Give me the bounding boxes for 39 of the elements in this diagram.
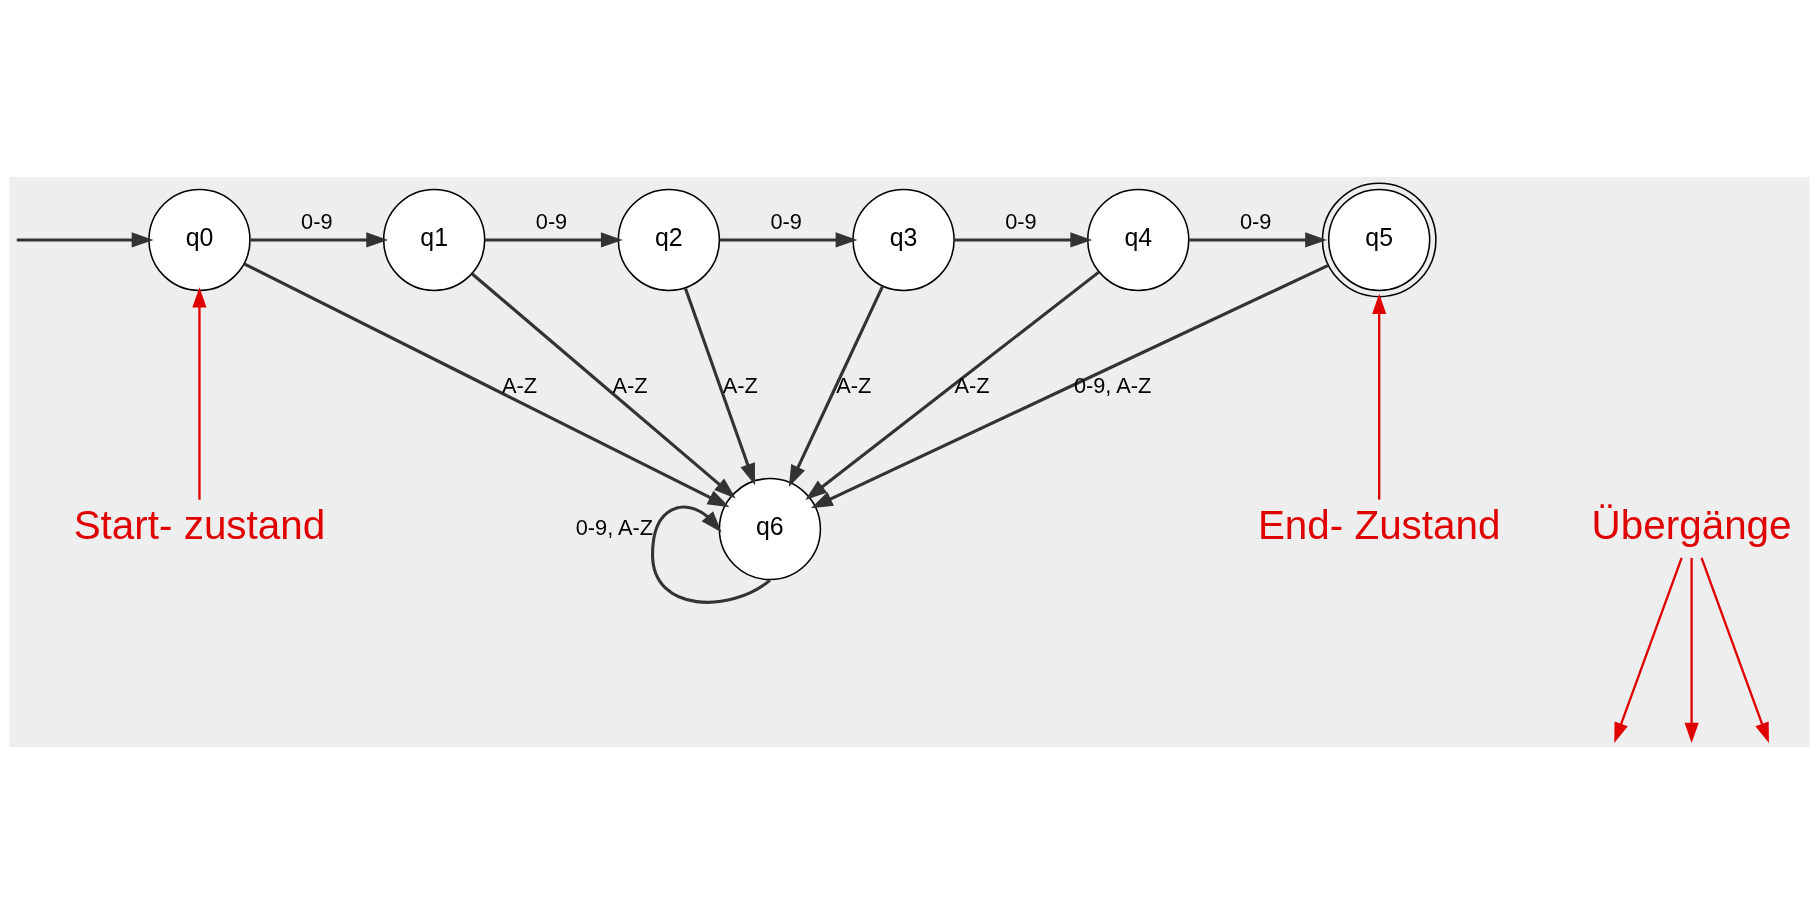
edge-label: A-Z	[954, 373, 990, 399]
arrow	[810, 264, 1329, 509]
arrow	[1189, 232, 1327, 248]
edge-label: A-Z	[836, 373, 872, 399]
arrow	[683, 287, 755, 486]
edge-label: 0-9	[1005, 209, 1037, 235]
arrow	[1700, 557, 1769, 743]
edge-label: 0-9	[535, 209, 568, 235]
arrow	[485, 232, 623, 248]
arrow	[471, 272, 736, 499]
node-circle: q4	[1086, 188, 1190, 292]
arrow	[250, 232, 389, 248]
arrow	[1614, 557, 1683, 743]
edge-label: 0-9, A-Z	[575, 514, 654, 540]
edge-label: A-Z	[722, 373, 758, 399]
edge-label: 0-9	[1239, 209, 1272, 235]
arrow	[243, 262, 730, 508]
edge-label: A-Z	[612, 373, 648, 399]
arrow	[788, 285, 885, 487]
node-text: End- Zustand	[1257, 501, 1501, 548]
edge-label: A-Z	[502, 373, 538, 399]
node-circle: q3	[852, 188, 955, 292]
arrow	[1372, 293, 1387, 500]
edge-label: 0-9, A-Z	[1073, 373, 1152, 399]
arrow	[192, 287, 207, 500]
edge-label: 0-9	[301, 209, 333, 235]
node-circle: q0	[148, 188, 251, 292]
edge-label: 0-9	[770, 209, 802, 235]
node-circle: q2	[617, 188, 721, 292]
node-circle: q6	[718, 477, 822, 581]
arrow	[954, 232, 1093, 248]
arrow	[805, 270, 1100, 500]
arrow	[719, 232, 858, 248]
node-circle: q5	[1321, 182, 1437, 298]
arrow	[16, 232, 154, 248]
node-circle: q1	[382, 188, 486, 292]
node-text: Start- zustand	[73, 501, 326, 548]
arrow	[1684, 557, 1699, 744]
node-text: Übergänge	[1591, 501, 1792, 548]
